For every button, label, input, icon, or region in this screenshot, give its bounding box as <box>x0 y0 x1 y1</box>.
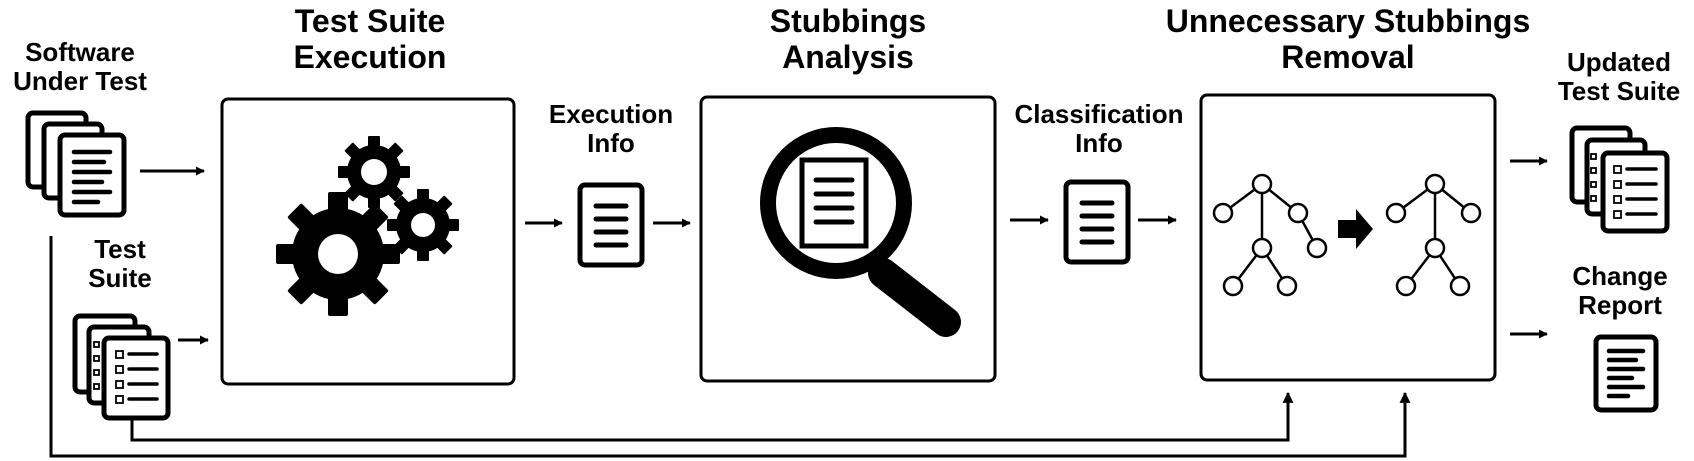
test-suite-label: Test Suite <box>88 234 152 294</box>
checklist-stack-icon <box>1569 125 1670 234</box>
stubbings-analysis-label: Stubbings Analysis <box>769 3 927 75</box>
magnifier-icon <box>760 127 961 337</box>
document-icon <box>577 182 645 268</box>
document-icon <box>1063 179 1131 265</box>
unnecessary-stubbings-removal-label: Unnecessary Stubbings Removal <box>1165 3 1531 75</box>
arrow-suite-to-removal <box>130 391 1294 442</box>
updated-test-suite-label: Updated Test Suite <box>1557 47 1681 107</box>
test-suite-execution-label: Test Suite Execution <box>293 3 447 75</box>
execution-info-label: Execution Info <box>548 99 674 159</box>
arrow-sut-to-removal <box>49 236 1411 458</box>
software-under-test-label: Software Under Test <box>13 37 147 97</box>
report-icon <box>1593 334 1659 413</box>
change-report-label: Change Report <box>1572 261 1668 321</box>
classification-info-label: Classification Info <box>1014 99 1184 159</box>
gears-icon <box>276 136 459 316</box>
document-stack-icon <box>25 110 127 218</box>
tree-transform-icon <box>1212 173 1482 297</box>
checklist-stack-icon <box>72 313 171 421</box>
